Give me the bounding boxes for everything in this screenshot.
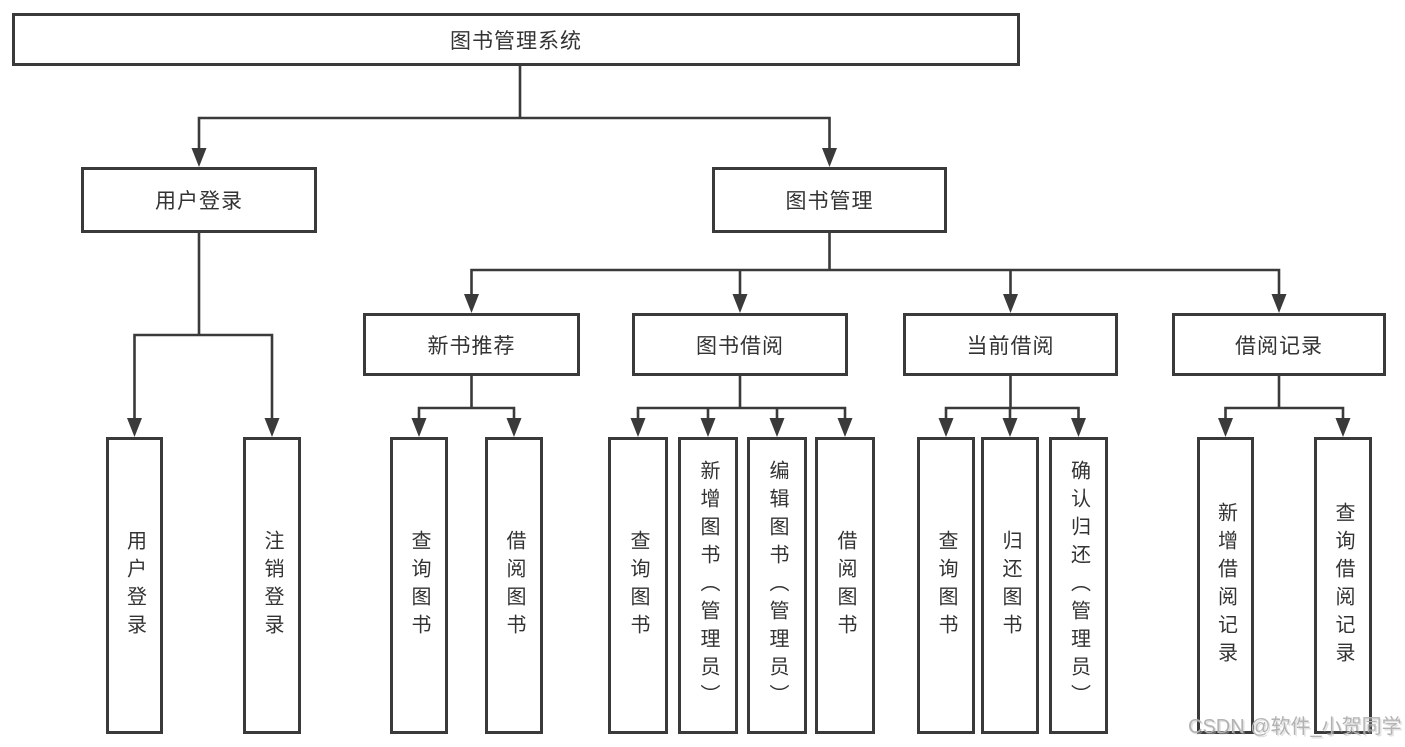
- leaf-query-books-recommend: 查询图书: [390, 437, 448, 734]
- leaf-edit-book-admin: 编辑图书（管理员）: [747, 437, 807, 734]
- leaf-borrow-books-borrowing: 借阅图书: [815, 437, 875, 734]
- node-label: 注销登录: [261, 529, 283, 642]
- node-label: 借阅图书: [503, 529, 525, 642]
- arrow-down-icon: [769, 418, 785, 437]
- node-label: 新增借阅记录: [1214, 501, 1237, 670]
- arrow-down-icon: [127, 418, 142, 437]
- arrow-down-icon: [264, 418, 280, 437]
- node-book-borrowing: 图书借阅: [632, 313, 848, 376]
- leaf-logout: 注销登录: [243, 437, 301, 734]
- arrow-down-icon: [822, 148, 837, 167]
- node-borrowing-records: 借阅记录: [1172, 313, 1386, 376]
- leaf-user-login: 用户登录: [106, 437, 163, 734]
- leaf-query-books-current: 查询图书: [917, 437, 975, 734]
- node-label: 归还图书: [999, 529, 1021, 642]
- leaf-borrow-books-recommend: 借阅图书: [485, 437, 543, 734]
- node-user-login: 用户登录: [81, 167, 317, 233]
- leaf-confirm-return-admin: 确认归还（管理员）: [1049, 437, 1108, 734]
- leaf-query-borrow-record: 查询借阅记录: [1314, 437, 1372, 734]
- arrow-down-icon: [630, 418, 646, 437]
- node-label: 用户登录: [155, 190, 243, 213]
- node-label: 借阅记录: [1235, 334, 1323, 358]
- node-label: 确认归还（管理员）: [1067, 459, 1090, 712]
- node-book-management: 图书管理: [712, 167, 947, 233]
- node-label: 新书推荐: [427, 334, 516, 358]
- node-label: 图书管理系统: [450, 29, 582, 53]
- leaf-query-books-borrowing: 查询图书: [608, 437, 668, 734]
- arrow-down-icon: [464, 294, 479, 313]
- arrow-down-icon: [732, 294, 748, 313]
- node-label: 编辑图书（管理员）: [766, 459, 788, 712]
- node-label: 查询图书: [627, 529, 649, 642]
- csdn-watermark: CSDN @软件_小贺同学: [1188, 716, 1402, 738]
- arrow-down-icon: [1071, 418, 1086, 437]
- arrow-down-icon: [1003, 294, 1018, 313]
- node-label: 用户登录: [123, 529, 146, 642]
- node-label: 查询图书: [408, 529, 430, 642]
- arrow-down-icon: [1218, 418, 1233, 437]
- arrow-down-icon: [1002, 418, 1018, 437]
- arrow-down-icon: [700, 418, 716, 437]
- arrow-down-icon: [1271, 294, 1287, 313]
- arrow-down-icon: [938, 418, 954, 437]
- node-label: 新增图书（管理员）: [697, 459, 719, 712]
- node-label: 借阅图书: [834, 529, 856, 642]
- node-label: 图书借阅: [696, 334, 784, 358]
- leaf-add-borrow-record: 新增借阅记录: [1197, 437, 1254, 734]
- leaf-return-book: 归还图书: [981, 437, 1039, 734]
- leaf-add-book-admin: 新增图书（管理员）: [678, 437, 738, 734]
- node-label: 当前借阅: [966, 334, 1055, 358]
- node-label: 查询图书: [935, 529, 957, 642]
- node-label: 图书管理: [785, 190, 874, 213]
- arrow-down-icon: [837, 418, 853, 437]
- arrow-down-icon: [191, 148, 207, 167]
- node-new-book-recommend: 新书推荐: [363, 313, 580, 376]
- node-current-borrowing: 当前借阅: [903, 313, 1118, 376]
- node-library-management-system: 图书管理系统: [12, 13, 1020, 66]
- arrow-down-icon: [411, 418, 427, 437]
- arrow-down-icon: [1335, 418, 1351, 437]
- arrow-down-icon: [506, 418, 522, 437]
- node-label: 查询借阅记录: [1332, 501, 1354, 670]
